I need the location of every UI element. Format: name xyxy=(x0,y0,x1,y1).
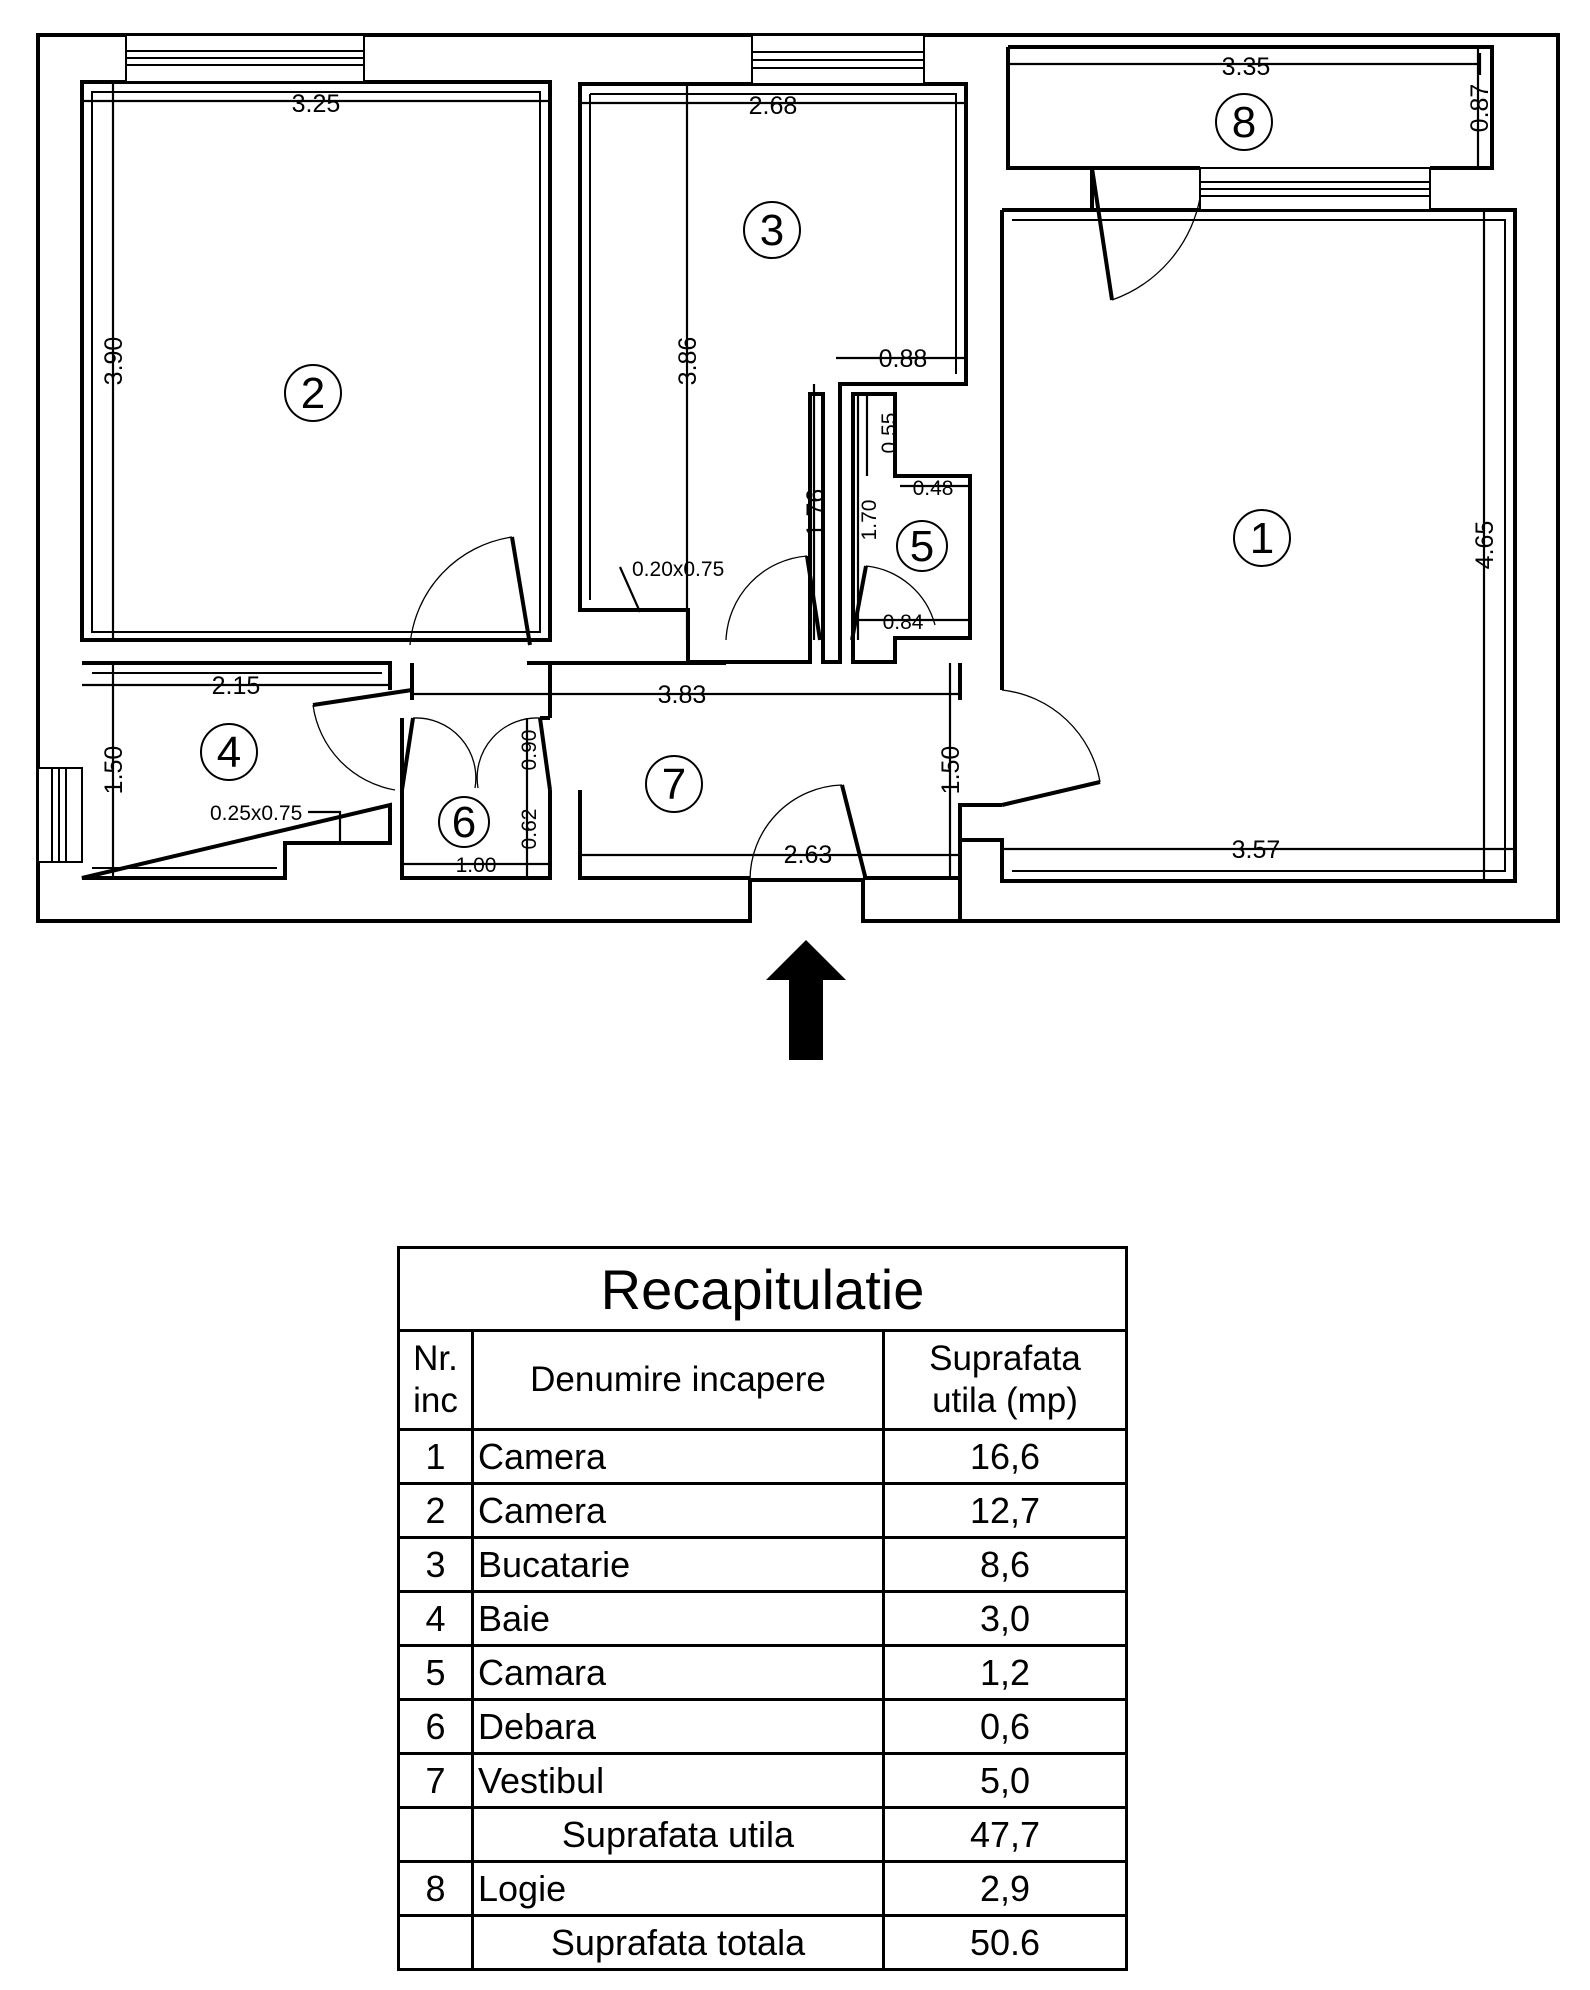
room-label-4: 4 xyxy=(217,728,241,777)
row-area: 5,0 xyxy=(882,1752,1128,1809)
recap-title: Recapitulatie xyxy=(397,1246,1128,1332)
dim-2-15: 2.15 xyxy=(212,672,261,700)
dim-3-25: 3.25 xyxy=(292,90,341,118)
row-nr: 3 xyxy=(397,1536,474,1593)
row-area: 0,6 xyxy=(882,1698,1128,1755)
dim-4-65: 4.65 xyxy=(1471,521,1499,570)
row-nr: 8 xyxy=(397,1860,474,1917)
row-nr: 5 xyxy=(397,1644,474,1701)
door-logia xyxy=(1090,167,1114,301)
dim-0-48: 0.48 xyxy=(913,477,954,500)
subtotal-label: Suprafata utila xyxy=(471,1806,885,1863)
total-row: Suprafata totala 50.6 xyxy=(397,1914,1128,1971)
row-area: 16,6 xyxy=(882,1428,1128,1485)
dim-0-88: 0.88 xyxy=(879,345,928,373)
room-labels: 1 2 3 4 5 6 7 8 xyxy=(200,93,1291,848)
table-row: 3 Bucatarie 8,6 xyxy=(397,1536,1128,1593)
row-name: Baie xyxy=(471,1590,885,1647)
dim-1-50-room-7: 1.50 xyxy=(937,746,965,795)
room-2-outline xyxy=(80,80,552,642)
room-7-outline xyxy=(410,661,1002,880)
recap-table: Recapitulatie Nr. inc Denumire incapere … xyxy=(397,1246,1128,1971)
table-row: 2 Camera 12,7 xyxy=(397,1482,1128,1539)
room-1-inner xyxy=(1012,219,1506,872)
room-label-5: 5 xyxy=(910,522,934,571)
note-0-20x0-75: 0.20x0.75 xyxy=(632,558,724,581)
room-label-6: 6 xyxy=(452,798,476,847)
row-name: Camera xyxy=(471,1428,885,1485)
door-room-1 xyxy=(1001,780,1101,807)
dim-3-35: 3.35 xyxy=(1222,53,1271,81)
dim-2-68: 2.68 xyxy=(749,92,798,120)
row-area: 3,0 xyxy=(882,1590,1128,1647)
door-room-6-right xyxy=(538,717,552,791)
table-row: 1 Camera 16,6 xyxy=(397,1428,1128,1485)
floor-plan: 3.25 2.68 3.35 0.87 3.90 3.86 0.88 0.55 … xyxy=(36,33,1560,1060)
note-0-25x0-75: 0.25x0.75 xyxy=(210,802,302,825)
row-area: 8,6 xyxy=(882,1536,1128,1593)
dim-0-55: 0.55 xyxy=(878,413,901,454)
dim-0-84: 0.84 xyxy=(883,611,924,634)
row-name: Vestibul xyxy=(471,1752,885,1809)
row-nr: 6 xyxy=(397,1698,474,1755)
dim-2-63: 2.63 xyxy=(784,841,833,869)
door-entrance xyxy=(840,784,868,881)
dim-1-00: 1.00 xyxy=(456,854,497,877)
room-label-1: 1 xyxy=(1250,514,1274,563)
table-row: 8 Logie 2,9 xyxy=(397,1860,1128,1917)
table-row: 7 Vestibul 5,0 xyxy=(397,1752,1128,1809)
row-area: 12,7 xyxy=(882,1482,1128,1539)
row-name: Debara xyxy=(471,1698,885,1755)
dim-1-76: 1.76 xyxy=(802,489,830,538)
row-nr: 7 xyxy=(397,1752,474,1809)
row-area: 1,2 xyxy=(882,1644,1128,1701)
room-5-outline xyxy=(851,392,972,664)
total-area: 50.6 xyxy=(882,1914,1128,1971)
subtotal-nr-empty xyxy=(397,1806,474,1863)
dim-0-90: 0.90 xyxy=(518,730,541,771)
dim-3-57: 3.57 xyxy=(1232,836,1281,864)
subtotal-row: Suprafata utila 47,7 xyxy=(397,1806,1128,1863)
room-1-outline xyxy=(958,208,1517,920)
row-nr: 2 xyxy=(397,1482,474,1539)
row-nr: 4 xyxy=(397,1590,474,1647)
dim-3-90: 3.90 xyxy=(100,337,128,386)
row-nr: 1 xyxy=(397,1428,474,1485)
total-nr-empty xyxy=(397,1914,474,1971)
total-label: Suprafata totala xyxy=(471,1914,885,1971)
table-row: 4 Baie 3,0 xyxy=(397,1590,1128,1647)
dim-3-83: 3.83 xyxy=(658,681,707,709)
dim-1-70: 1.70 xyxy=(858,500,881,541)
room-4-outline xyxy=(81,661,392,880)
door-room-4 xyxy=(312,688,413,707)
door-room-6-left xyxy=(400,717,415,791)
room-label-8: 8 xyxy=(1232,98,1256,147)
door-room-2 xyxy=(510,536,532,646)
room-label-7: 7 xyxy=(662,760,686,809)
room-label-3: 3 xyxy=(760,206,784,255)
subtotal-area: 47,7 xyxy=(882,1806,1128,1863)
room-label-2: 2 xyxy=(301,369,325,418)
dim-3-86: 3.86 xyxy=(674,337,702,386)
dim-0-87: 0.87 xyxy=(1466,84,1494,133)
header-nr: Nr. inc xyxy=(397,1329,474,1431)
row-name: Camara xyxy=(471,1644,885,1701)
header-area: Suprafata utila (mp) xyxy=(882,1329,1128,1431)
table-row: 5 Camara 1,2 xyxy=(397,1644,1128,1701)
dim-0-62: 0.62 xyxy=(518,809,541,850)
row-area: 2,9 xyxy=(882,1860,1128,1917)
room-2-inner xyxy=(91,91,541,633)
room-4-inner xyxy=(92,672,382,869)
dim-1-50-room-4: 1.50 xyxy=(100,746,128,795)
header-name: Denumire incapere xyxy=(471,1329,885,1431)
row-name: Logie xyxy=(471,1860,885,1917)
up-arrow-icon xyxy=(766,940,846,1060)
table-row: 6 Debara 0,6 xyxy=(397,1698,1128,1755)
row-name: Camera xyxy=(471,1482,885,1539)
dimension-lines xyxy=(80,47,1515,881)
row-name: Bucatarie xyxy=(471,1536,885,1593)
room-3-inner xyxy=(589,93,957,600)
